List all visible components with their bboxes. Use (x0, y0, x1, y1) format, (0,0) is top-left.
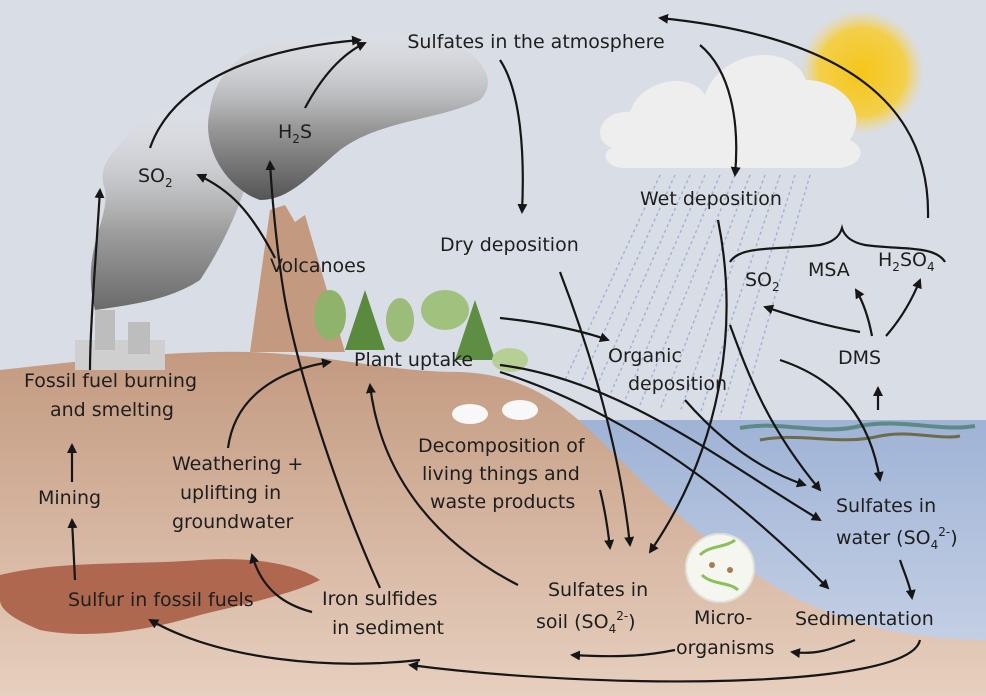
weathering-label-1: Weathering + (172, 453, 303, 475)
fossil-burning-label-1: Fossil fuel burning (24, 370, 197, 392)
dry-deposition-label: Dry deposition (440, 234, 579, 256)
wet-deposition-to-water-arrow (728, 324, 822, 492)
dry-deposition-to-soil-arrow (558, 271, 635, 547)
dms-to-water-arrow (779, 358, 884, 482)
water-to-sedimentation-arrow (898, 559, 916, 600)
volcano-smoke (208, 34, 488, 200)
cloud-icon (600, 54, 861, 168)
decomposition-label-3: waste products (430, 491, 575, 513)
organic-deposition-to-water-arrow (684, 399, 807, 488)
sedimentation-to-microorganisms-arrow (790, 638, 856, 658)
iron-sulfides-to-fossil-fuels-arrow (148, 619, 421, 665)
microorganisms-icon (685, 533, 755, 603)
sulfur-fossil-fuels-label: Sulfur in fossil fuels (68, 589, 254, 611)
sulfates-soil-label-2: soil (SO42-) (536, 609, 636, 636)
organic-deposition-label-2: deposition (628, 373, 727, 395)
sulfates-water-label-2: water (SO42-) (836, 525, 958, 552)
fossil-fuels-to-mining-arrow (67, 518, 78, 581)
microorganisms-label-2: organisms (676, 637, 774, 659)
iron-sulfides-label-1: Iron sulfides (322, 588, 438, 610)
plant-uptake-label: Plant uptake (354, 349, 473, 371)
so2-to-atmosphere-arrow (148, 35, 362, 149)
h2s-label: H2S (278, 121, 312, 146)
sulfates-water-label-1: Sulfates in (836, 495, 936, 517)
iron-sulfides-label-2: in sediment (332, 617, 444, 639)
iron-sulfides-to-weathering-arrow (249, 553, 313, 614)
microorganisms-label-1: Micro- (694, 607, 752, 629)
sulfates-atmosphere-label: Sulfates in the atmosphere (407, 31, 664, 53)
volcanoes-to-so2-arrow (196, 173, 276, 259)
weathering-to-plant-arrow (226, 358, 332, 449)
atmosphere-to-dry-deposition-arrow (499, 59, 528, 214)
weathering-label-3: groundwater (172, 511, 294, 533)
iron-sulfides-to-h2s-arrow (265, 160, 382, 589)
wet-deposition-label: Wet deposition (640, 188, 782, 210)
sedimentation-label: Sedimentation (795, 608, 934, 630)
mining-label: Mining (38, 487, 101, 509)
trees-to-organic-deposition-arrow (499, 316, 610, 343)
so2-left-label: SO2 (138, 165, 173, 190)
organic-deposition-label-1: Organic (608, 345, 682, 367)
weathering-label-2: uplifting in (180, 482, 281, 504)
sedimentation-to-iron-sulfides-arrow (408, 639, 922, 683)
fossil-burning-to-smoke-arrow (88, 188, 105, 371)
atmosphere-to-wet-deposition-arrow (699, 44, 741, 177)
decomposition-label-2: living things and (422, 463, 580, 485)
sheep-icon (452, 400, 538, 424)
land (0, 351, 986, 696)
msa-label: MSA (808, 259, 850, 281)
dms-label: DMS (838, 347, 881, 369)
volcanoes-label: Volcanoes (270, 255, 366, 277)
factory-smoke (90, 106, 253, 310)
plant-to-sedimentation-arrow (499, 370, 830, 590)
h2so4-to-atmosphere-arrow (658, 13, 930, 219)
dms-to-so2-arrow (763, 304, 861, 334)
wet-deposition-to-soil-arrow (648, 219, 728, 554)
dms-to-msa-arrow (854, 288, 874, 337)
soil-to-plant-uptake-arrow (365, 383, 519, 586)
h2so4-label: H2SO4 (878, 249, 935, 274)
sulfates-soil-label-1: Sulfates in (548, 579, 648, 601)
dms-to-h2so4-arrow (885, 278, 922, 337)
plant-uptake-to-water-arrow (499, 363, 822, 522)
h2s-to-atmosphere-arrow (304, 41, 367, 109)
decomposition-label-1: Decomposition of (418, 435, 586, 457)
fossil-fuel-deposit (0, 559, 320, 635)
products-brace (729, 224, 946, 263)
forest-icon (314, 290, 528, 372)
decomposition-to-soil-arrow (598, 489, 615, 550)
fossil-burning-label-2: and smelting (50, 399, 174, 421)
seaweed-wave (759, 432, 961, 442)
so2-right-label: SO2 (745, 269, 780, 294)
microorganisms-to-soil-arrow (570, 648, 676, 661)
